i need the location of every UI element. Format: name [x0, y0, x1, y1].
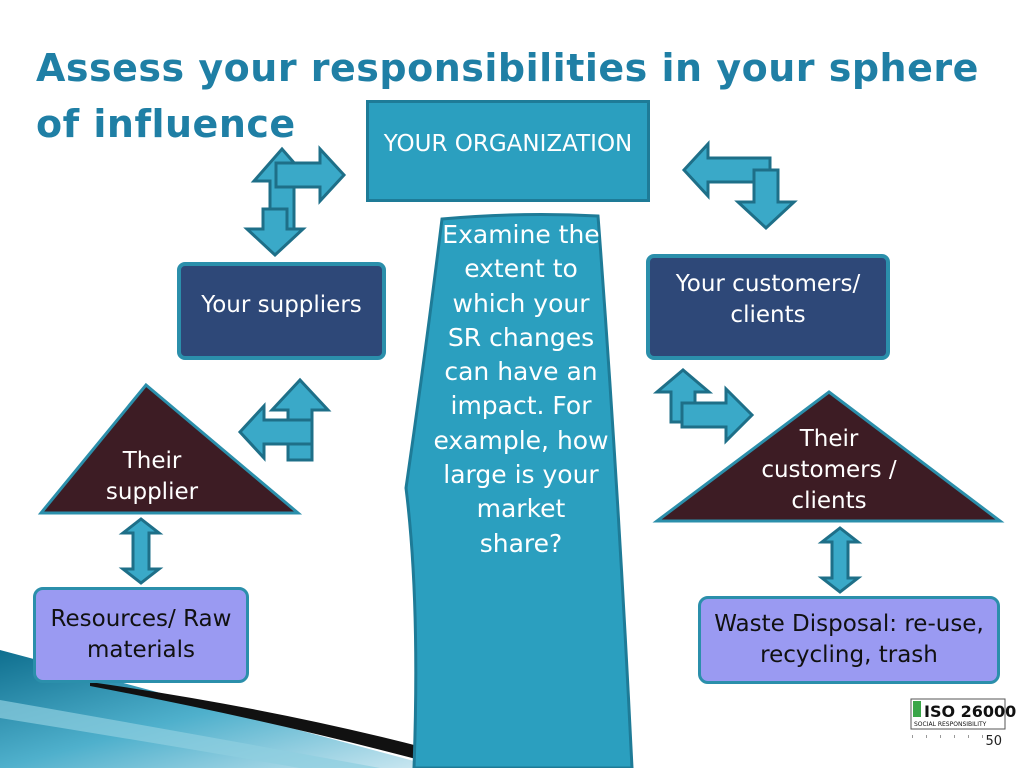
- their-customers-label: Their customers / clients: [761, 426, 897, 514]
- resources-label: Resources/ Raw materials: [50, 606, 232, 663]
- bent-arrow-icon: [243, 207, 307, 258]
- double-headed-arrow-icon: [118, 517, 164, 585]
- logo-sub-text: SOCIAL RESPONSIBILITY: [914, 721, 987, 728]
- waste-disposal-box: Waste Disposal: re-use, recycling, trash: [698, 596, 1000, 684]
- their-supplier-triangle: [37, 382, 303, 515]
- your-suppliers-box: Your suppliers: [177, 262, 386, 360]
- organization-label: YOUR ORGANIZATION: [383, 130, 633, 157]
- resources-box: Resources/ Raw materials: [33, 587, 249, 683]
- customers-label: Your customers/ clients: [675, 271, 861, 328]
- your-organization-box: YOUR ORGANIZATION: [366, 100, 650, 202]
- their-supplier-label: Their supplier: [105, 448, 199, 505]
- bent-arrow-icon: [274, 145, 347, 205]
- your-customers-box: Your customers/ clients: [646, 254, 890, 360]
- logo-main-text: ISO 26000: [924, 702, 1016, 721]
- their-customers-triangle: [652, 390, 1005, 523]
- suppliers-label: Your suppliers: [201, 291, 362, 318]
- bent-arrow-icon: [734, 168, 798, 231]
- bent-arrow-icon: [237, 402, 314, 462]
- double-headed-arrow-icon: [817, 526, 863, 594]
- center-note-shape: [404, 213, 634, 768]
- page-title: Assess your responsibilities in your sph…: [36, 46, 979, 146]
- page-number: 50: [985, 734, 1002, 749]
- center-note-text: Examine the extent to which your SR chan…: [433, 220, 609, 558]
- iso-26000-logo: ISO 26000 SOCIAL RESPONSIBILITY: [910, 698, 1016, 738]
- waste-label: Waste Disposal: re-use, recycling, trash: [714, 611, 984, 668]
- bent-arrow-icon: [680, 385, 755, 445]
